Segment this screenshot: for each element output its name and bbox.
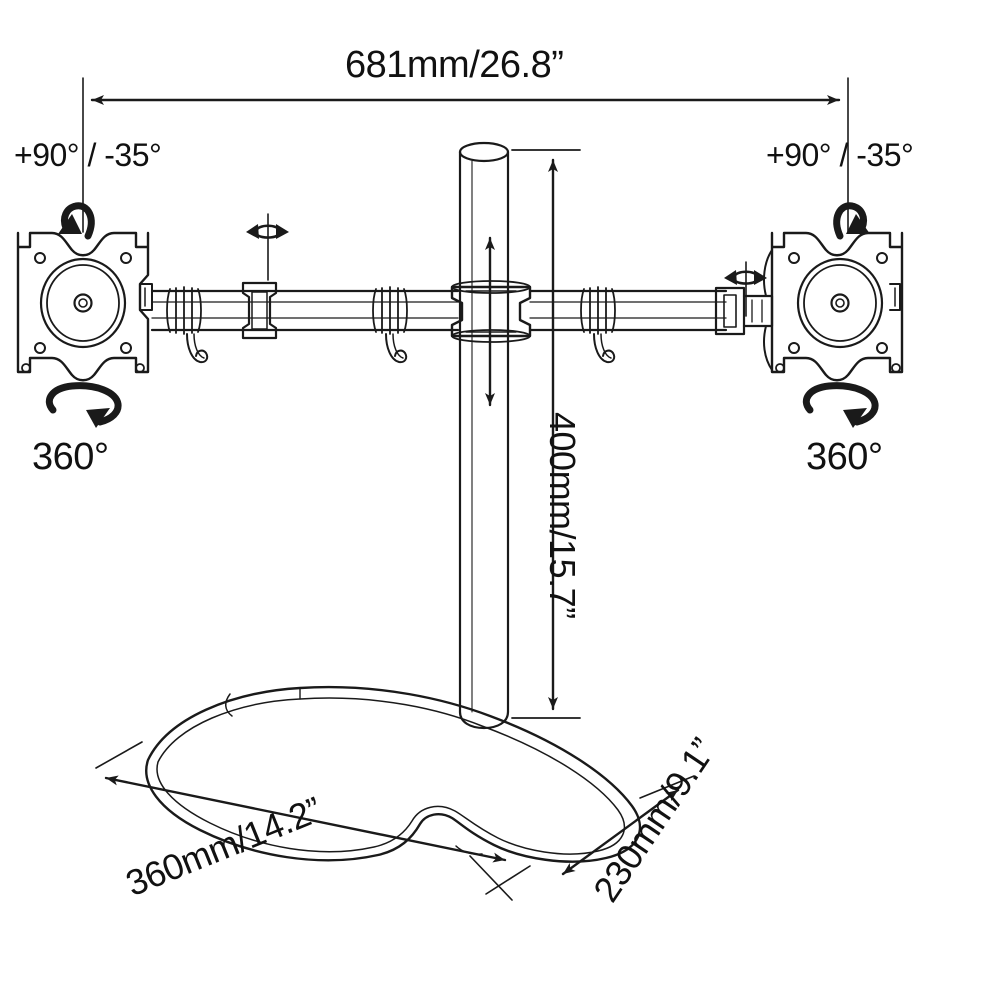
tilt-angle-label-left: +90° / -35° (14, 137, 162, 173)
rotate-arrow-left-icon (45, 382, 122, 428)
vesa-plate-left (16, 231, 153, 382)
rotate-arrow-right-icon (802, 382, 879, 428)
swivel-axis-right-icon (724, 261, 767, 317)
vesa-plate-right (763, 231, 904, 382)
overall-width-label: 681mm/26.8” (345, 44, 564, 86)
rotation-angle-label-left: 360° (32, 436, 109, 478)
tilt-arrow-right-icon (833, 202, 870, 240)
swivel-axis-left-icon (246, 213, 289, 281)
arm-left (150, 281, 460, 364)
height-dimension (511, 149, 581, 719)
tilt-arrow-left-icon (58, 202, 95, 240)
arm-right (528, 286, 774, 364)
base-depth-dimension (469, 775, 695, 901)
rotation-angle-label-right: 360° (806, 436, 883, 478)
base-width-dimension (95, 741, 531, 895)
tilt-angle-label-right: +90° / -35° (766, 137, 914, 173)
support-pole (458, 141, 510, 730)
pole-height-label: 400mm/15.7” (542, 412, 583, 619)
